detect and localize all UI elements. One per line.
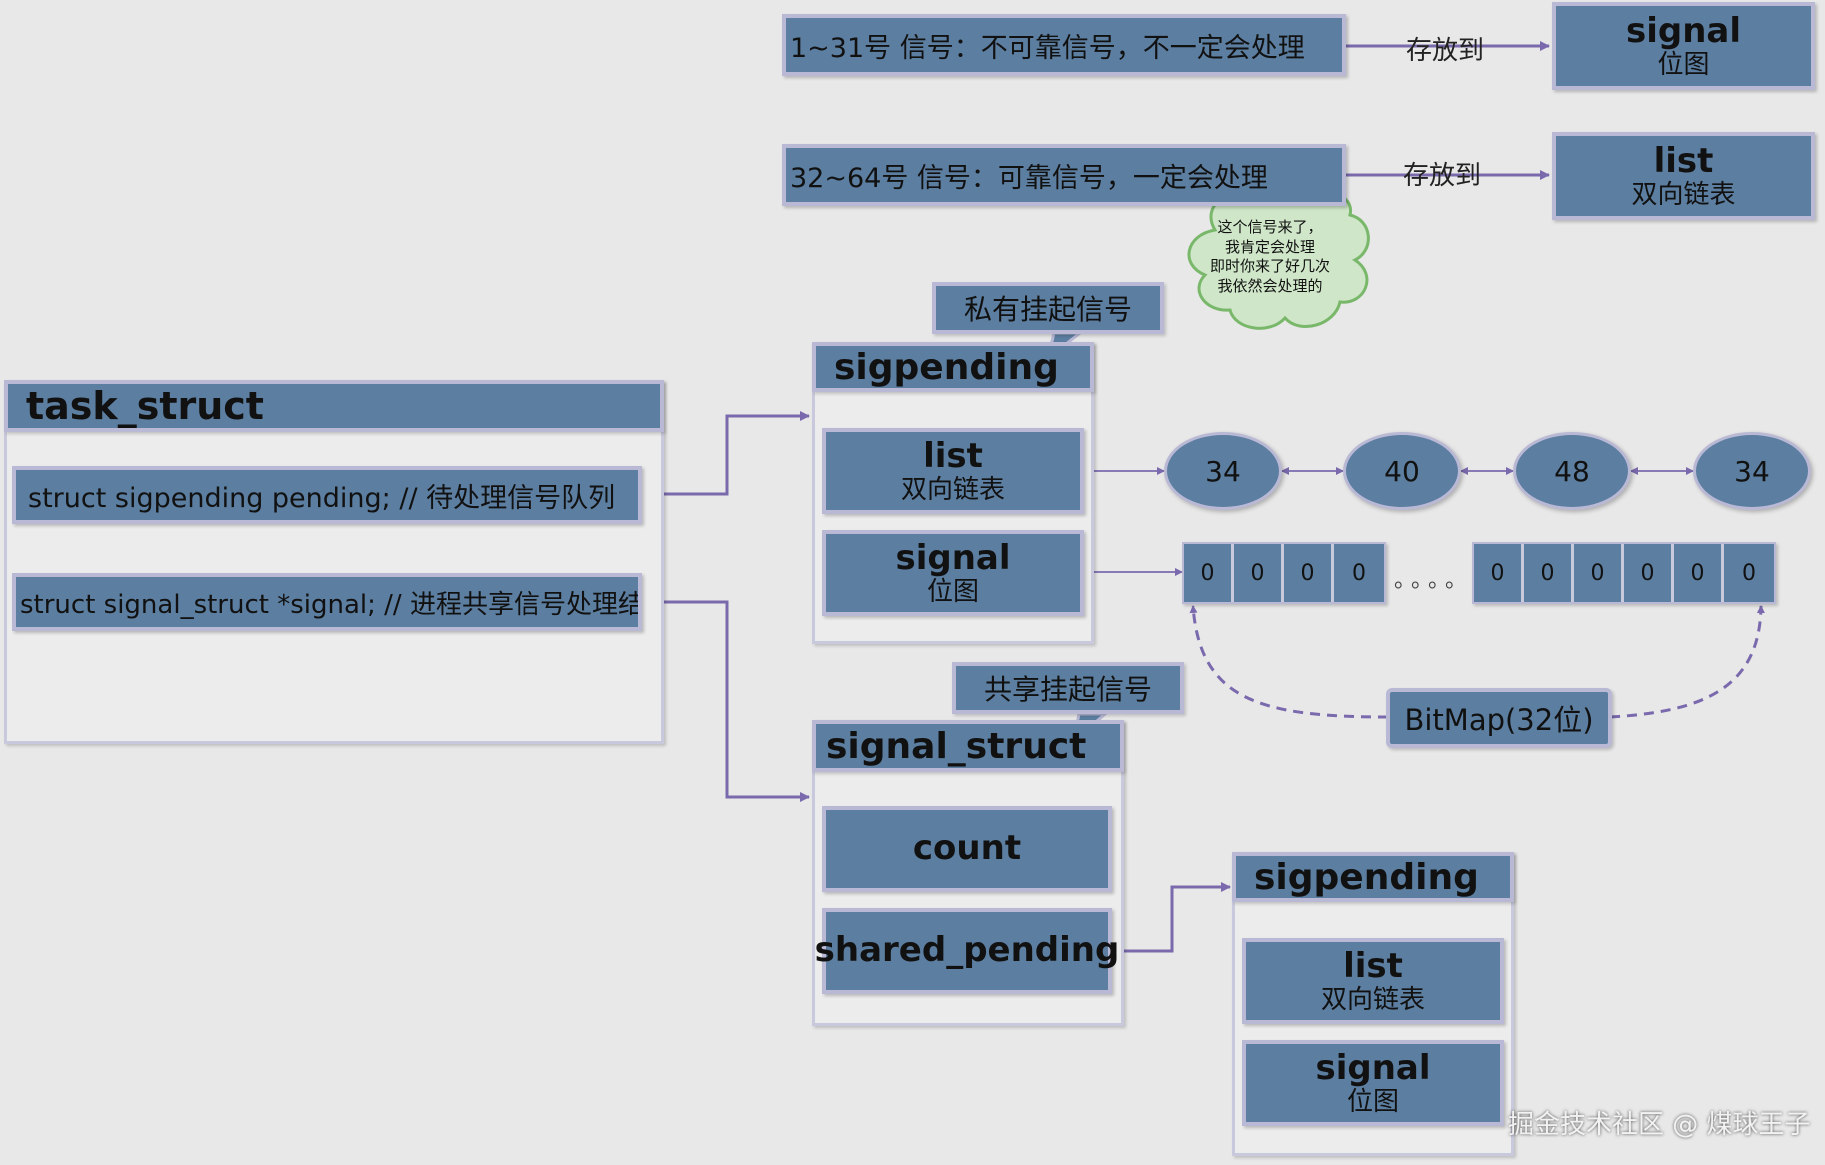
private-signal-sub: 位图 bbox=[926, 576, 979, 607]
bit-cell: 0 bbox=[1474, 544, 1524, 602]
arrow-shared-pending-to-sigpending bbox=[1114, 882, 1231, 953]
thought-line-2: 我肯定会处理 bbox=[1224, 237, 1315, 256]
private-list-sub: 双向链表 bbox=[900, 474, 1005, 505]
stored-in-label-2: 存放到 bbox=[1403, 161, 1482, 191]
list-node: 34 bbox=[1164, 432, 1282, 510]
sigpending-shared-title: sigpending bbox=[1254, 856, 1479, 898]
thought-cloud-text: 这个信号来了， 我肯定会处理 即时你来了好几次 我依然会处理的 bbox=[1195, 218, 1345, 296]
target-list-sub: 双向链表 bbox=[1631, 179, 1736, 210]
unreliable-signal-range: 1~31号 信号：不可靠信号，不一定会处理 bbox=[782, 14, 1346, 76]
list-node: 48 bbox=[1513, 432, 1631, 510]
list-node: 34 bbox=[1693, 432, 1811, 510]
unreliable-signal-text: 1~31号 信号：不可靠信号，不一定会处理 bbox=[790, 32, 1305, 64]
list-target: list 双向链表 bbox=[1552, 132, 1815, 220]
bit-cell: 0 bbox=[1524, 544, 1574, 602]
bitmap-label: BitMap(32位) bbox=[1386, 688, 1612, 748]
shared-pending-callout-text: 共享挂起信号 bbox=[983, 673, 1152, 706]
shared-signal-field: signal 位图 bbox=[1242, 1040, 1504, 1126]
field-signal: struct signal_struct *signal; // 进程共享信号处… bbox=[12, 573, 642, 631]
bit-cell: 0 bbox=[1574, 544, 1624, 602]
watermark: 掘金技术社区 @ 煤球王子 bbox=[1508, 1110, 1811, 1140]
bitmap-bracket-left bbox=[1189, 605, 1389, 719]
count-title: count bbox=[912, 828, 1022, 869]
private-signal-field: signal 位图 bbox=[822, 530, 1084, 616]
sigpending-private-header: sigpending bbox=[812, 342, 1094, 392]
private-signal-title: signal bbox=[895, 537, 1011, 578]
thought-line-3: 即时你来了好几次 bbox=[1209, 257, 1330, 275]
thought-line-4: 我依然会处理的 bbox=[1217, 276, 1323, 295]
bitmap-bracket-right bbox=[1609, 605, 1765, 719]
shared-list-sub: 双向链表 bbox=[1320, 984, 1425, 1015]
shared-list-field: list 双向链表 bbox=[1242, 938, 1504, 1024]
bit-cell: 0 bbox=[1184, 544, 1234, 602]
bitmap-label-text: BitMap(32位) bbox=[1404, 703, 1594, 737]
sigpending-private-title: sigpending bbox=[834, 346, 1059, 388]
private-list-title: list bbox=[923, 435, 983, 476]
bitmap-ellipsis: 。。。。 bbox=[1394, 568, 1474, 593]
signal-bitmap-target: signal 位图 bbox=[1552, 2, 1815, 90]
list-node: 40 bbox=[1343, 432, 1461, 510]
list-node-value: 48 bbox=[1554, 454, 1590, 488]
task-struct-header: task_struct bbox=[4, 380, 664, 432]
shared-signal-title: signal bbox=[1315, 1047, 1431, 1088]
stored-in-label-1: 存放到 bbox=[1406, 36, 1485, 66]
shared-signal-sub: 位图 bbox=[1346, 1086, 1399, 1117]
bit-cell: 0 bbox=[1724, 544, 1774, 602]
private-pending-callout: 私有挂起信号 bbox=[932, 282, 1164, 334]
signal-struct-header: signal_struct bbox=[812, 720, 1124, 772]
reliable-signal-range: 32~64号 信号：可靠信号，一定会处理 bbox=[782, 144, 1346, 206]
thought-line-1: 这个信号来了， bbox=[1217, 218, 1323, 236]
list-node-value: 34 bbox=[1205, 454, 1241, 488]
list-node-value: 34 bbox=[1734, 454, 1770, 488]
count-field: count bbox=[822, 806, 1112, 892]
target-signal-sub: 位图 bbox=[1657, 49, 1710, 80]
private-list-field: list 双向链表 bbox=[822, 428, 1084, 514]
task-struct-title: task_struct bbox=[26, 384, 264, 428]
bit-cell: 0 bbox=[1624, 544, 1674, 602]
bitmap-bits-right: 0 0 0 0 0 0 bbox=[1472, 542, 1776, 604]
arrow-pending-to-sigpending bbox=[642, 411, 810, 496]
bit-cell: 0 bbox=[1334, 544, 1384, 602]
task-struct-frame bbox=[4, 380, 664, 744]
signal-struct-title: signal_struct bbox=[826, 725, 1087, 767]
bit-cell: 0 bbox=[1234, 544, 1284, 602]
bit-cell: 0 bbox=[1674, 544, 1724, 602]
shared-pending-callout: 共享挂起信号 bbox=[952, 662, 1184, 714]
bit-cell: 0 bbox=[1284, 544, 1334, 602]
bitmap-bits-left: 0 0 0 0 bbox=[1182, 542, 1386, 604]
shared-pending-title: shared_pending bbox=[814, 930, 1120, 971]
arrow-signal-to-signal-struct bbox=[642, 600, 810, 802]
reliable-signal-text: 32~64号 信号：可靠信号，一定会处理 bbox=[790, 162, 1268, 194]
field-signal-text: struct signal_struct *signal; // 进程共享信号处… bbox=[20, 589, 642, 620]
target-signal-title: signal bbox=[1625, 10, 1742, 51]
target-list-title: list bbox=[1653, 140, 1714, 181]
list-node-value: 40 bbox=[1384, 454, 1420, 488]
field-pending-text: struct sigpending pending; // 待处理信号队列 bbox=[28, 482, 616, 514]
shared-list-title: list bbox=[1343, 945, 1403, 986]
field-pending: struct sigpending pending; // 待处理信号队列 bbox=[12, 466, 642, 524]
private-pending-callout-text: 私有挂起信号 bbox=[963, 293, 1132, 326]
shared-pending-field: shared_pending bbox=[815, 908, 1119, 994]
sigpending-shared-header: sigpending bbox=[1232, 852, 1514, 902]
